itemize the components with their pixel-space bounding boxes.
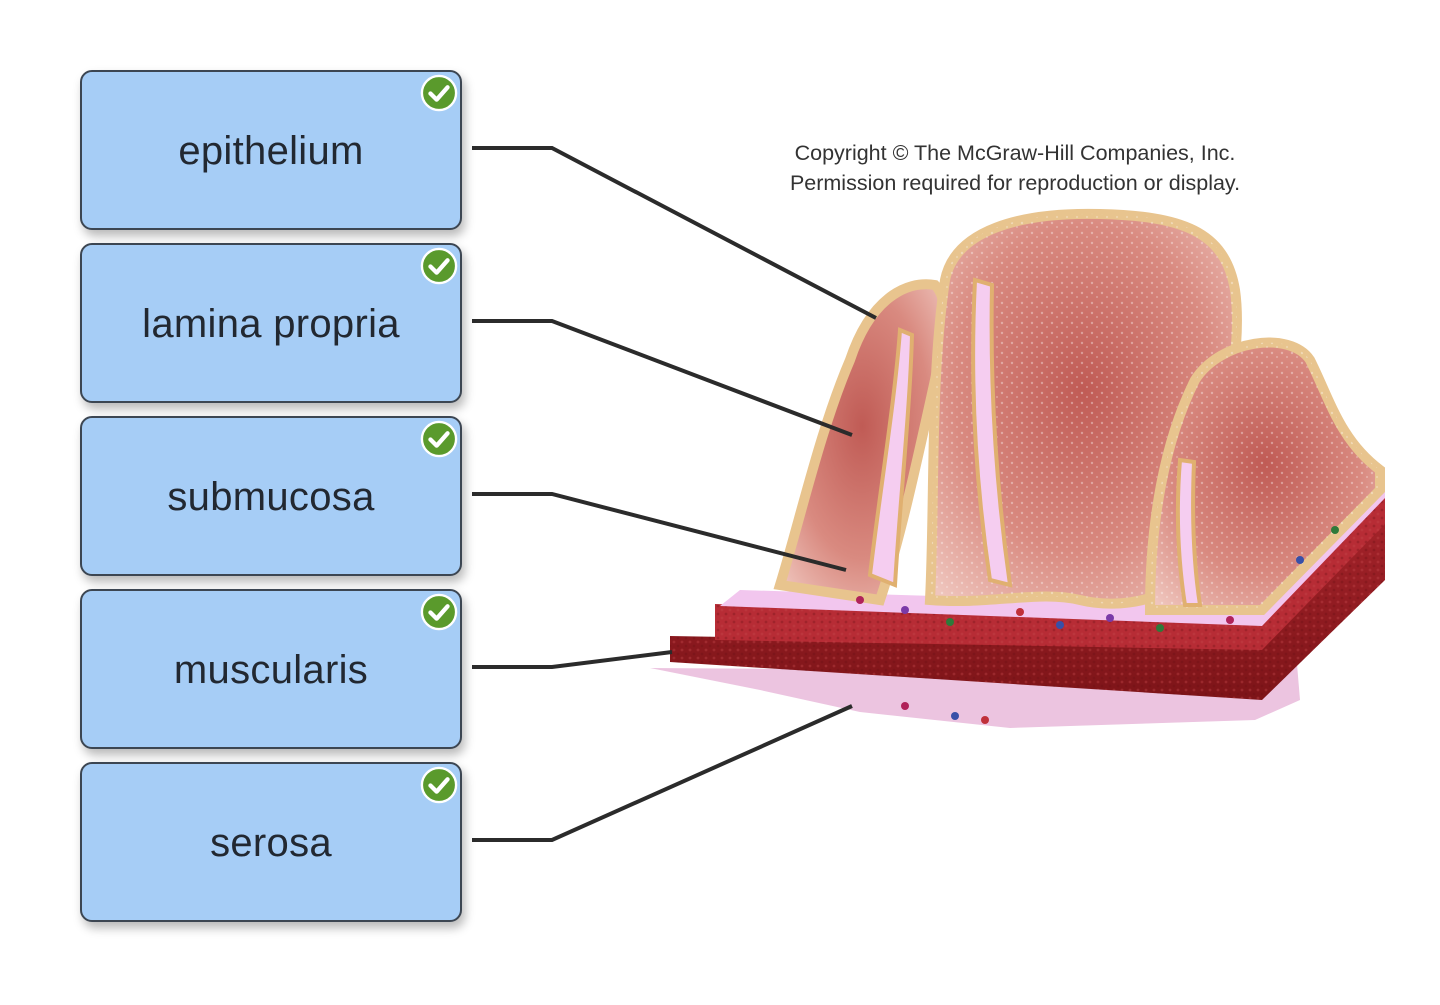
label-epithelium[interactable]: epithelium <box>80 70 462 230</box>
copyright-notice: Copyright © The McGraw-Hill Companies, I… <box>700 138 1330 198</box>
label-serosa[interactable]: serosa <box>80 762 462 922</box>
label-text: submucosa <box>167 474 375 519</box>
tissue-drawing <box>650 208 1385 728</box>
label-text: muscularis <box>173 647 369 692</box>
check-circle-icon <box>420 247 458 285</box>
leader-line-epithelium <box>472 146 877 320</box>
connective-tissue-cells <box>856 526 1339 724</box>
label-text: epithelium <box>178 128 364 173</box>
serosa-layer <box>650 640 1300 728</box>
leader-line-submucosa <box>472 492 847 572</box>
leader-lines <box>472 146 877 842</box>
copyright-line-2: Permission required for reproduction or … <box>789 171 1241 195</box>
check-circle-icon <box>420 74 458 112</box>
label-muscularis[interactable]: muscularis <box>80 589 462 749</box>
label-text: lamina propria <box>142 301 400 346</box>
check-circle-icon <box>420 420 458 458</box>
leader-line-serosa <box>472 704 853 842</box>
leader-line-muscularis <box>472 650 673 669</box>
check-circle-icon <box>420 766 458 804</box>
label-lamina-propria[interactable]: lamina propria <box>80 243 462 403</box>
label-submucosa[interactable]: submucosa <box>80 416 462 576</box>
label-text: serosa <box>210 820 332 865</box>
leader-line-lamina-propria <box>472 319 853 437</box>
villus-left <box>773 279 950 606</box>
copyright-line-1: Copyright © The McGraw-Hill Companies, I… <box>794 141 1236 165</box>
check-circle-icon <box>420 593 458 631</box>
